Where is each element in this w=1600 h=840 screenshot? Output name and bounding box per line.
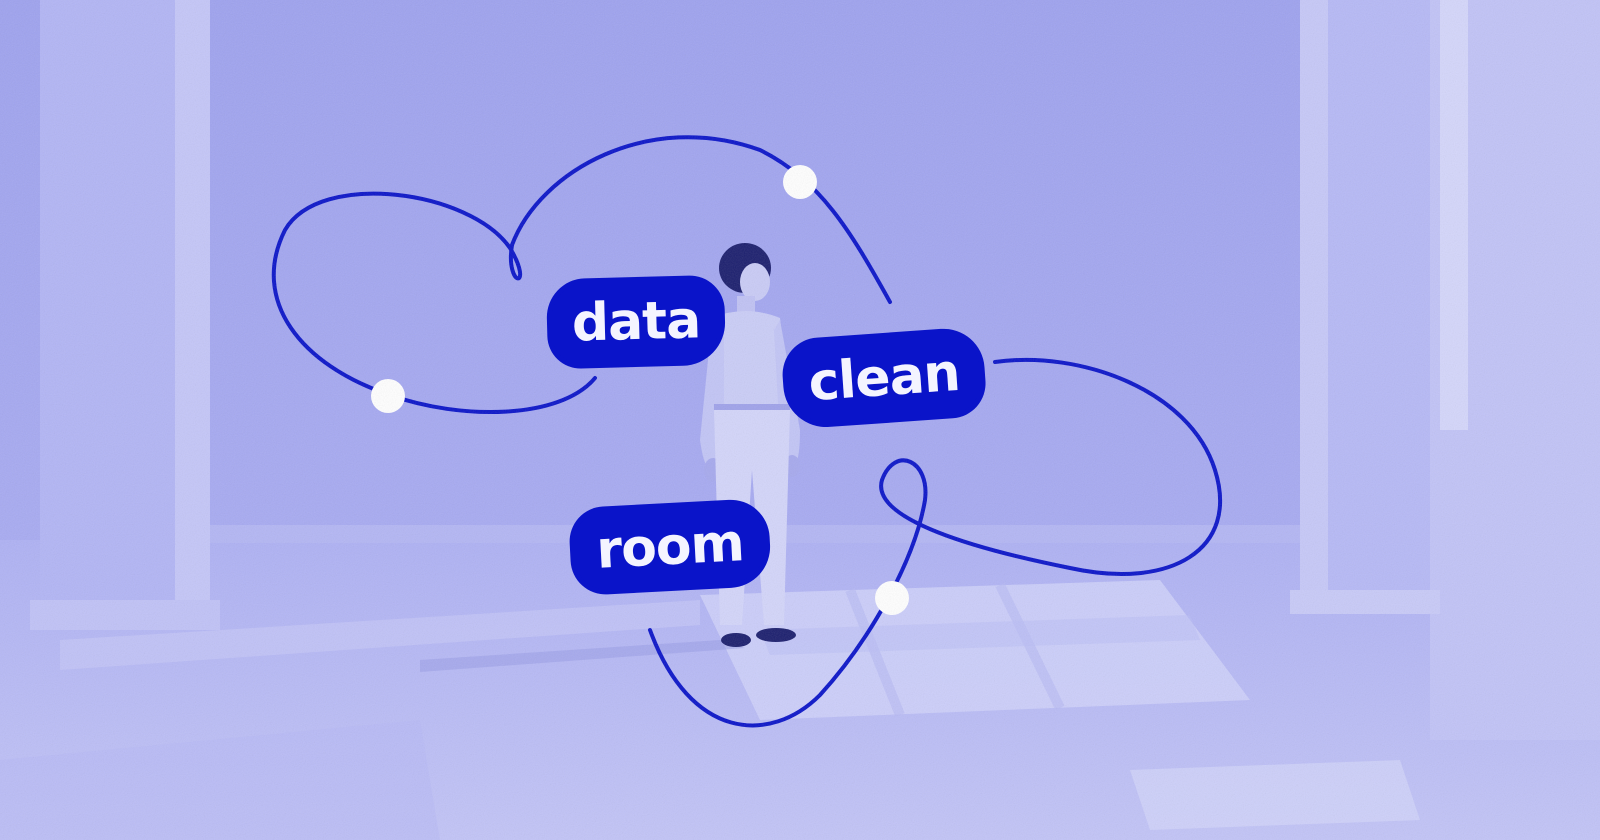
label-room: room	[573, 503, 767, 591]
label-clean: clean	[785, 331, 983, 425]
label-data: data	[550, 279, 722, 365]
